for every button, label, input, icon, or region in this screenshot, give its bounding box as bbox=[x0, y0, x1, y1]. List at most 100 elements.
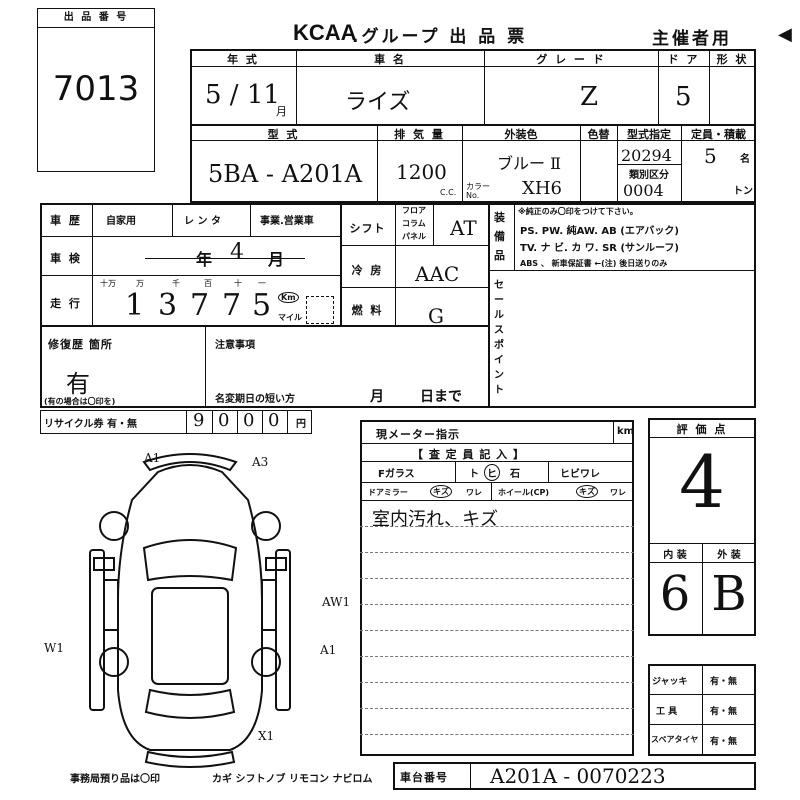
repair-value: 有 bbox=[66, 370, 90, 398]
car-windshield bbox=[142, 539, 238, 582]
class-value: 0004 bbox=[623, 181, 664, 200]
inspect-header: 【 査 定 員 記 入 】 bbox=[412, 448, 525, 461]
grade-label: グ レ ー ド bbox=[536, 53, 606, 66]
displacement-label: 排 気 量 bbox=[394, 128, 445, 141]
type-designation-value: 20294 bbox=[621, 146, 672, 165]
diagram-mark-a1-top: A1 bbox=[143, 451, 160, 465]
interior-value: 6 bbox=[659, 566, 691, 622]
jack-yes-no[interactable]: 有・無 bbox=[710, 677, 738, 687]
fuel-value: G bbox=[428, 304, 444, 328]
middle-table bbox=[40, 203, 756, 408]
shift-opt-column[interactable]: コラム bbox=[402, 219, 426, 228]
left-mirror bbox=[93, 557, 115, 571]
recycle-box bbox=[40, 410, 312, 434]
header-host-use: 主催者用 bbox=[652, 29, 732, 49]
recycle-digit-0: 9 bbox=[193, 410, 205, 431]
right-side-panel bbox=[275, 549, 291, 711]
history-opt-private[interactable]: 自家用 bbox=[106, 216, 136, 227]
year-value: 5 / 11 bbox=[205, 80, 280, 110]
vehicle-table bbox=[190, 49, 756, 203]
score-label: 評 価 点 bbox=[676, 423, 728, 436]
mileage-unit-1: 万 bbox=[136, 279, 144, 288]
mileage-digit-4: 5 bbox=[252, 288, 272, 323]
diagram-mark-w1: W1 bbox=[44, 641, 64, 655]
mileage-digit-3: 7 bbox=[222, 288, 242, 323]
spare-yes-no[interactable]: 有・無 bbox=[710, 737, 738, 747]
lot-number: 7013 bbox=[52, 69, 140, 109]
capacity-unit: 名 bbox=[740, 154, 750, 165]
colorno-value: XH6 bbox=[522, 178, 562, 199]
jack-label: ジャッキ bbox=[652, 677, 688, 687]
equip-line1: PS. PW. 純AW. AB (エアバック) bbox=[520, 226, 680, 237]
model-label: 型 式 bbox=[267, 128, 300, 141]
shift-opt-panel[interactable]: パネル bbox=[402, 232, 426, 241]
vin-box bbox=[393, 762, 756, 790]
colorno-label: カラー No. bbox=[466, 182, 490, 200]
inspection-year: 年 bbox=[196, 250, 213, 269]
equip-line3: ABS 、 新車保証書 ←(注) 後日送りのみ bbox=[520, 259, 668, 268]
notes-deadline: 名変期日の短い方 bbox=[215, 394, 295, 405]
interior-label: 内 装 bbox=[663, 550, 687, 561]
marker-arrow-icon: ◀ bbox=[778, 24, 792, 45]
notes-day: 日まで bbox=[420, 389, 462, 405]
mileage-mile: マイル bbox=[278, 313, 302, 322]
header-brand: KCAA bbox=[293, 20, 357, 45]
wheel-front-left bbox=[99, 511, 129, 541]
mileage-unit-2: 千 bbox=[172, 279, 180, 288]
vin-value: A201A - 0070223 bbox=[490, 764, 666, 788]
car-front-bumper bbox=[142, 453, 238, 472]
type-designation-label: 型式指定 bbox=[627, 128, 671, 141]
diagram-mark-a1-right: A1 bbox=[319, 643, 336, 657]
door-label: ド ア bbox=[667, 53, 700, 66]
lot-label: 出 品 番 号 bbox=[38, 9, 154, 28]
name-label: 車 名 bbox=[374, 53, 406, 66]
shape-label: 形 状 bbox=[716, 53, 749, 66]
mileage-digit-2: 7 bbox=[190, 288, 210, 323]
inspect-comment: 室内汚れ、キズ bbox=[372, 509, 499, 530]
spare-label: スペアタイヤ bbox=[651, 735, 699, 744]
ac-label: 冷 房 bbox=[351, 264, 384, 277]
recycle-digit-3: 0 bbox=[268, 410, 280, 431]
color-label: 外装色 bbox=[504, 128, 538, 141]
diagram-mark-x1: X1 bbox=[258, 729, 274, 743]
car-rear-bumper bbox=[144, 750, 236, 768]
vin-label: 車台番号 bbox=[400, 771, 448, 784]
repair-note: (有の場合は〇印を) bbox=[44, 397, 116, 406]
car-body-outline bbox=[117, 464, 263, 751]
mileage-digit-0: 1 bbox=[125, 288, 145, 323]
meter-km: km bbox=[617, 426, 635, 437]
model-value: 5BA - A201A bbox=[208, 160, 363, 188]
header-title: .グループ 出 品 票 bbox=[352, 27, 528, 47]
class-label: 類別区分 bbox=[629, 170, 669, 181]
mileage-km: Km bbox=[278, 292, 299, 303]
diagram-mark-a3: A3 bbox=[251, 455, 268, 469]
shift-opt-floor[interactable]: フロア bbox=[402, 206, 426, 215]
equip-line2: TV. ナ ビ. カ ワ. SR (サンルーフ) bbox=[520, 243, 679, 254]
right-mirror bbox=[265, 557, 287, 571]
wheel-rear-left bbox=[99, 647, 129, 677]
tools-yes-no[interactable]: 有・無 bbox=[710, 707, 738, 717]
score-value: 4 bbox=[679, 440, 725, 524]
inspection-month-value: 4 bbox=[230, 240, 244, 265]
inspection-box bbox=[360, 420, 634, 756]
fuel-label: 燃 料 bbox=[351, 304, 384, 317]
mileage-unit-3: 百 bbox=[204, 279, 212, 288]
recycle-digit-2: 0 bbox=[243, 410, 255, 431]
history-opt-rental[interactable]: レ ン タ bbox=[184, 216, 221, 227]
displacement-value: 1200 bbox=[396, 160, 447, 184]
mileage-unit-4: 十 bbox=[234, 279, 242, 288]
year-label: 年 式 bbox=[227, 53, 259, 66]
history-opt-business[interactable]: 事業.営業車 bbox=[260, 216, 314, 227]
ac-value: AAC bbox=[415, 262, 460, 286]
recycle-digit-1: 0 bbox=[218, 410, 230, 431]
notes-label: 注意事項 bbox=[215, 340, 255, 351]
notes-month: 月 bbox=[370, 389, 384, 405]
front-glass-label: Fガラス bbox=[378, 469, 415, 480]
inspection-month: 月 bbox=[268, 250, 285, 269]
repair-label: 修復歴 箇所 bbox=[48, 338, 113, 351]
wheel-rear-right bbox=[251, 647, 281, 677]
mirror-scratch: キズ bbox=[430, 485, 452, 498]
recycle-yen: 円 bbox=[296, 419, 306, 430]
wheel-front-right bbox=[251, 511, 281, 541]
exterior-label: 外 装 bbox=[717, 550, 741, 561]
